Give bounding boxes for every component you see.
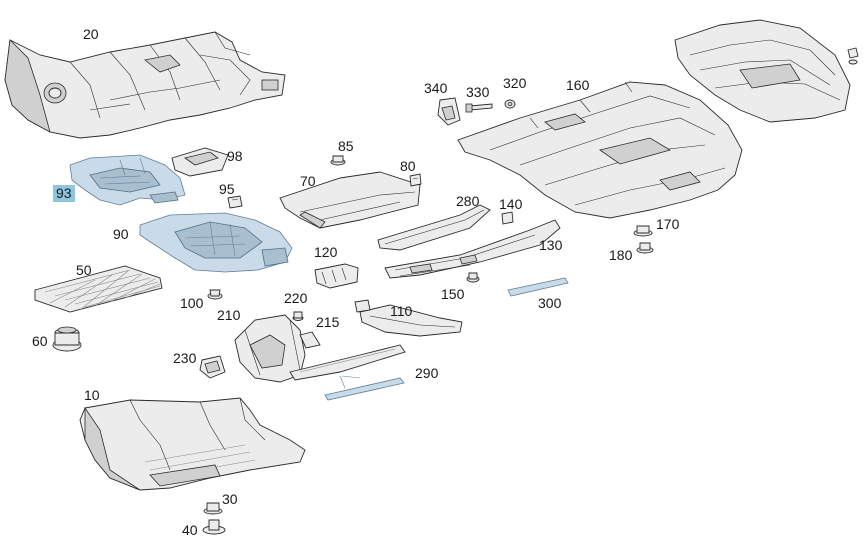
part-10-rear-floor [79,397,306,491]
part-210-wheelhouse-liner [234,314,306,383]
part-180-fastener [636,242,654,254]
part-rear-trunk-floor [674,19,859,123]
callout-label-320: 320 [503,75,527,91]
part-60-grommet [52,326,82,352]
part-90-floor-insulation [139,212,293,273]
callout-label-215: 215 [316,314,340,330]
callout-label-220: 220 [284,290,308,306]
callout-label-98: 98 [227,148,243,164]
callout-label-120: 120 [314,244,338,260]
callout-label-290: 290 [415,365,439,381]
part-320-washer [504,99,516,109]
part-sill-panel [289,344,406,381]
part-50-mesh-mat [34,265,163,313]
part-93-floor-insulation [69,154,186,206]
part-80-clip [409,173,422,187]
part-160-floor-pan [457,81,743,219]
part-140-clip [501,211,514,225]
part-95-clip [227,195,243,209]
callout-label-50: 50 [76,262,92,278]
part-100-clip [207,289,223,300]
callout-label-85: 85 [338,138,354,154]
part-98-cover-plate [171,147,229,177]
callout-label-70: 70 [300,173,316,189]
part-40-fastener [202,519,226,535]
part-230-bracket [199,355,226,379]
callout-label-20: 20 [83,26,99,42]
part-30-fastener [203,502,223,515]
callout-label-40: 40 [182,522,198,538]
callout-label-90: 90 [113,226,129,242]
callout-label-340: 340 [424,80,448,96]
part-280-sill-strip [377,204,491,251]
part-170-fastener [633,225,653,237]
part-130-rail [384,219,561,279]
callout-label-60: 60 [32,333,48,349]
part-330-bolt [465,103,493,113]
part-120-bracket [314,263,359,289]
part-110-rail [354,299,463,337]
callout-label-95: 95 [219,181,235,197]
callout-label-140: 140 [499,196,523,212]
callout-label-30: 30 [222,491,238,507]
part-70-panel [279,171,421,229]
callout-label-93-highlighted: 93 [53,185,75,202]
part-300-strip [507,277,569,297]
callout-label-150: 150 [441,286,465,302]
callout-label-100: 100 [180,295,204,311]
callout-label-210: 210 [217,307,241,323]
callout-label-280: 280 [456,193,480,209]
callout-label-300: 300 [538,295,562,311]
callout-label-10: 10 [84,387,100,403]
callout-label-180: 180 [609,247,633,263]
callout-label-130: 130 [539,237,563,253]
part-150-clip [466,272,480,283]
callout-label-160: 160 [566,77,590,93]
callout-label-170: 170 [656,216,680,232]
part-220-clip [292,311,304,321]
part-20-front-floor [4,31,286,139]
part-290-strip [324,375,405,401]
callout-label-80: 80 [400,158,416,174]
part-215-bracket [299,331,321,349]
part-85-clip [330,155,346,166]
part-340-bracket [437,97,461,126]
callout-label-230: 230 [173,350,197,366]
callout-label-330: 330 [466,84,490,100]
callout-label-110: 110 [390,303,413,319]
